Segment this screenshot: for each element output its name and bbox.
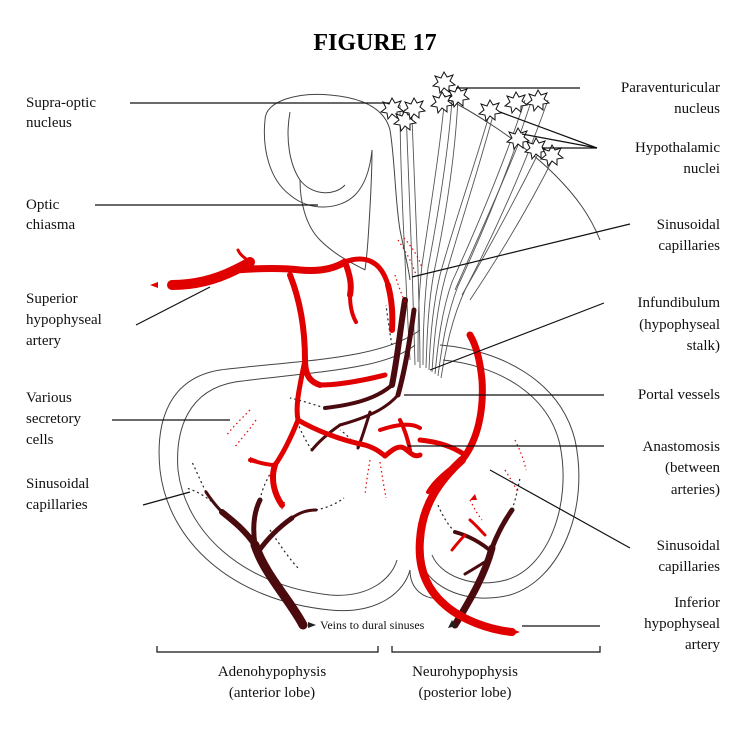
- figure-title: FIGURE 17: [313, 30, 436, 56]
- arrow-inferior-inflow: [512, 629, 520, 635]
- nucleus-star: [503, 90, 529, 115]
- label-hypothalamic: nuclei: [683, 161, 720, 177]
- label-anastomosis: Anastomosis: [642, 439, 720, 455]
- nerve-fiber-bundle: [399, 94, 556, 379]
- label-optic-chiasma: chiasma: [26, 217, 75, 233]
- label-sinusoidal-left: Sinusoidal: [26, 476, 89, 492]
- label-adenohypophysis: Adenohypophysis: [218, 664, 326, 680]
- labels-right: Paraventuricular nucleus Hypothalamic nu…: [621, 80, 721, 653]
- label-portal-vessels: Portal vessels: [638, 387, 720, 403]
- nucleus-star: [431, 70, 457, 95]
- nucleus-star: [401, 96, 427, 121]
- nucleus-star: [539, 143, 565, 168]
- labels-bottom: Veins to dural sinuses Adenohypophysis (…: [218, 618, 518, 701]
- label-superior-artery: hypophyseal: [26, 312, 102, 328]
- hypothalamus-outline: [263, 93, 601, 281]
- label-sinusoidal-right: Sinusoidal: [657, 538, 720, 554]
- label-adenohypophysis: (anterior lobe): [229, 685, 315, 701]
- arrow-red: [250, 457, 258, 463]
- label-secretory-cells: secretory: [26, 411, 81, 427]
- capillaries-dark: [185, 304, 521, 571]
- label-optic-chiasma: Optic: [26, 197, 60, 213]
- capillaries-red: [225, 237, 527, 521]
- arrow-dark: [448, 620, 456, 628]
- label-infundibulum: (hypophyseal: [639, 317, 720, 333]
- arrow-red: [279, 502, 285, 510]
- label-inferior-artery: hypophyseal: [644, 616, 720, 632]
- arrow-dark: [308, 622, 316, 628]
- neuron-nuclei: [379, 70, 565, 168]
- nucleus-star: [445, 84, 471, 109]
- nucleus-star: [505, 126, 531, 151]
- label-neurohypophysis: (posterior lobe): [419, 685, 512, 701]
- label-hypothalamic: Hypothalamic: [635, 140, 720, 156]
- arrow-superior-inflow: [150, 282, 158, 288]
- labels-left: Supra-optic nucleus Optic chiasma Superi…: [26, 95, 102, 513]
- nucleus-star: [477, 98, 503, 123]
- label-inferior-artery: artery: [685, 637, 720, 653]
- label-supra-optic: Supra-optic: [26, 95, 96, 111]
- nucleus-star: [525, 88, 551, 113]
- label-neurohypophysis: Neurohypophysis: [412, 664, 518, 680]
- label-sinusoidal-left: capillaries: [26, 497, 88, 513]
- label-superior-artery: Superior: [26, 291, 78, 307]
- arrow-red: [470, 494, 477, 500]
- label-veins-dural: Veins to dural sinuses: [320, 618, 425, 632]
- label-paraventricular: Paraventuricular: [621, 80, 720, 96]
- label-infundibulum: Infundibulum: [638, 295, 721, 311]
- label-sinusoidal-top: Sinusoidal: [657, 217, 720, 233]
- label-sinusoidal-right: capillaries: [658, 559, 720, 575]
- label-infundibulum: stalk): [687, 338, 720, 354]
- label-secretory-cells: cells: [26, 432, 54, 448]
- label-anastomosis: arteries): [671, 482, 720, 498]
- label-sinusoidal-top: capillaries: [658, 238, 720, 254]
- arteries: [167, 248, 516, 636]
- flow-arrows: [150, 282, 520, 635]
- gland-outline: [158, 329, 580, 612]
- label-secretory-cells: Various: [26, 390, 72, 406]
- nucleus-star: [429, 90, 455, 115]
- label-anastomosis: (between: [665, 460, 720, 476]
- label-paraventricular: nucleus: [674, 101, 720, 117]
- label-inferior-artery: Inferior: [674, 595, 720, 611]
- leader-lines: [95, 87, 631, 653]
- label-supra-optic: nucleus: [26, 115, 72, 131]
- nucleus-star: [523, 136, 549, 161]
- label-superior-artery: artery: [26, 333, 61, 349]
